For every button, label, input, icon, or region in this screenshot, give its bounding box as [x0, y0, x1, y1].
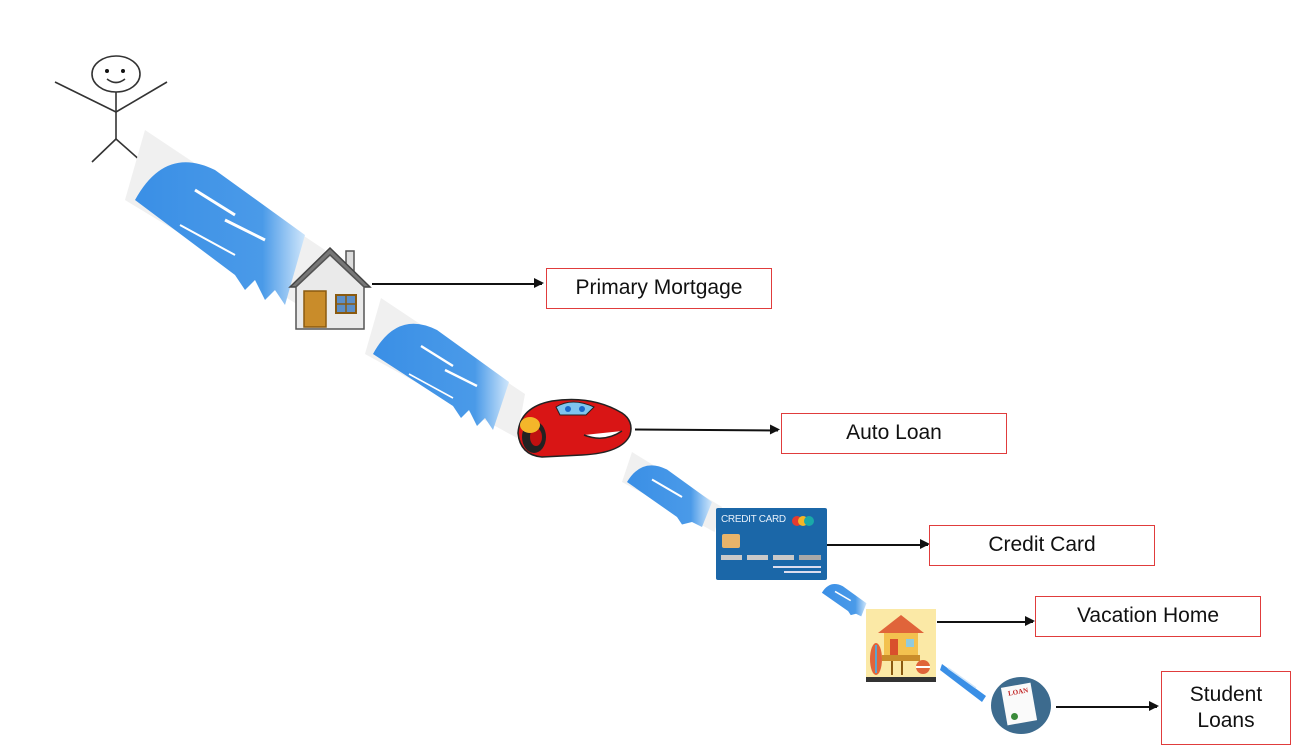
credit-card-icon-text: CREDIT CARD	[721, 514, 786, 525]
label-credit-card: Credit Card	[929, 525, 1155, 566]
label-student-loans: Student Loans	[1161, 671, 1291, 745]
card-logo	[792, 516, 802, 526]
loan-document-icon: LOAN	[991, 677, 1051, 734]
label-text: Auto Loan	[846, 421, 942, 445]
waterfall-icon	[365, 298, 525, 438]
beach-house-icon	[866, 609, 936, 682]
stick-figure-icon	[54, 55, 168, 163]
arrow-student-loans	[1056, 702, 1159, 710]
waterfall-icon	[622, 452, 722, 532]
label-vacation-home: Vacation Home	[1035, 596, 1261, 637]
arrow-vacation-home	[937, 617, 1035, 625]
chip-icon	[722, 534, 740, 548]
label-text: Primary Mortgage	[575, 276, 743, 300]
waterfall-icon	[125, 130, 325, 315]
waterfall-icon	[821, 584, 867, 617]
label-text: Credit Card	[988, 533, 1096, 557]
label-text-line2: Loans	[1197, 709, 1255, 732]
label-primary-mortgage: Primary Mortgage	[546, 268, 772, 309]
arrow-credit-card	[827, 540, 930, 548]
house-icon	[288, 246, 372, 330]
car-icon	[517, 398, 632, 458]
credit-card-icon: CREDIT CARD	[716, 508, 827, 580]
label-text-line1: Student	[1189, 682, 1263, 706]
arrow-primary-mortgage	[372, 279, 544, 287]
label-text: Vacation Home	[1076, 604, 1220, 628]
waterfall-icon	[940, 664, 986, 702]
label-auto-loan: Auto Loan	[781, 413, 1007, 454]
arrow-auto-loan	[634, 428, 779, 431]
